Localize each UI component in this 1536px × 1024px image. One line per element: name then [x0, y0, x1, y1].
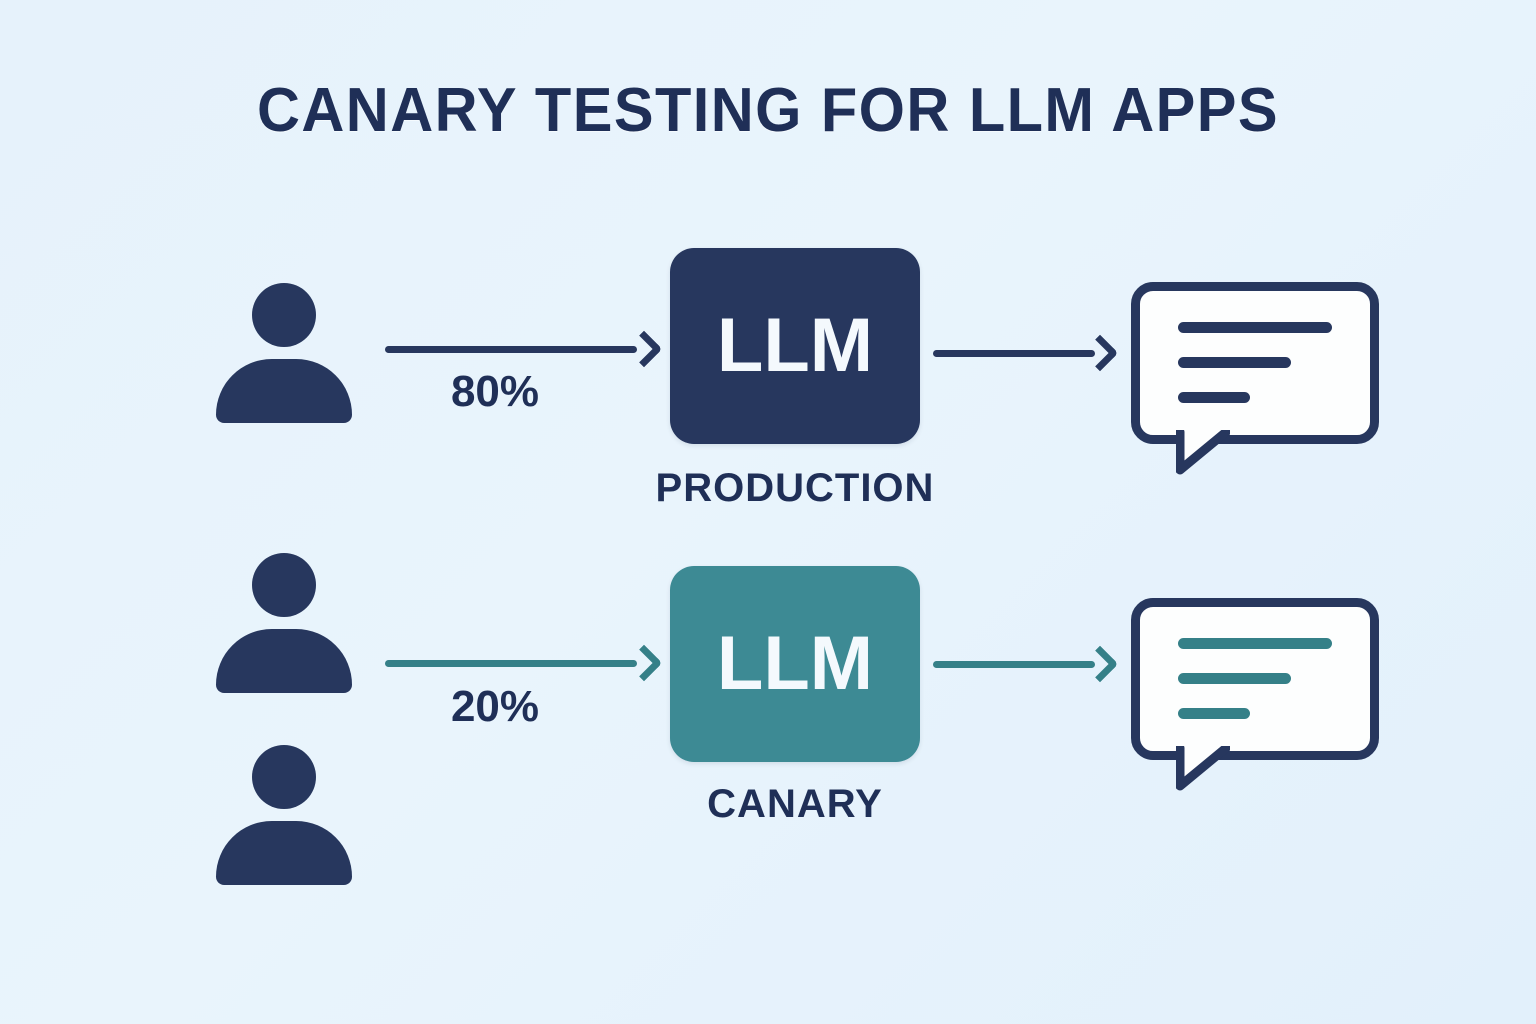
user-body-shape	[216, 821, 352, 885]
llm-node-caption-production: PRODUCTION	[655, 466, 935, 510]
user-icon	[216, 745, 352, 885]
arrow-shaft	[385, 345, 637, 353]
user-head-shape	[252, 283, 316, 347]
user-body-shape	[216, 629, 352, 693]
llm-node-label: LLM	[716, 621, 874, 706]
response-bubble-canary	[1131, 598, 1379, 791]
bubble-text-line	[1178, 357, 1291, 368]
bubble-text-line	[1178, 708, 1250, 719]
llm-node-production[interactable]: LLM	[670, 248, 920, 444]
speech-bubble-icon	[1131, 282, 1379, 444]
traffic-split-label-production: 80%	[450, 367, 540, 416]
user-head-shape	[252, 745, 316, 809]
arrow-users-to-canary	[385, 644, 663, 682]
bubble-text-line	[1178, 638, 1332, 649]
arrow-shaft	[933, 660, 1095, 668]
bubble-text-line	[1178, 673, 1291, 684]
arrow-head-icon	[625, 330, 663, 368]
arrow-head-icon	[1081, 645, 1119, 683]
arrow-canary-to-response	[933, 645, 1119, 683]
arrow-shaft	[933, 349, 1095, 357]
arrow-head-icon	[1081, 334, 1119, 372]
user-icon	[216, 553, 352, 693]
page-title: CANARY TESTING FOR LLM APPS	[256, 76, 1280, 145]
arrow-shaft	[385, 659, 637, 667]
llm-node-label: LLM	[716, 303, 874, 388]
llm-node-caption-canary: CANARY	[707, 782, 883, 826]
user-icon	[216, 283, 352, 423]
traffic-split-label-canary: 20%	[450, 682, 540, 731]
speech-bubble-tail	[1176, 430, 1230, 478]
user-body-shape	[216, 359, 352, 423]
bubble-text-line	[1178, 392, 1250, 403]
llm-node-canary[interactable]: LLM	[670, 566, 920, 762]
arrow-users-to-production	[385, 330, 663, 368]
response-bubble-production	[1131, 282, 1379, 475]
arrow-head-icon	[625, 644, 663, 682]
user-head-shape	[252, 553, 316, 617]
bubble-text-line	[1178, 322, 1332, 333]
speech-bubble-tail	[1176, 746, 1230, 794]
arrow-production-to-response	[933, 334, 1119, 372]
